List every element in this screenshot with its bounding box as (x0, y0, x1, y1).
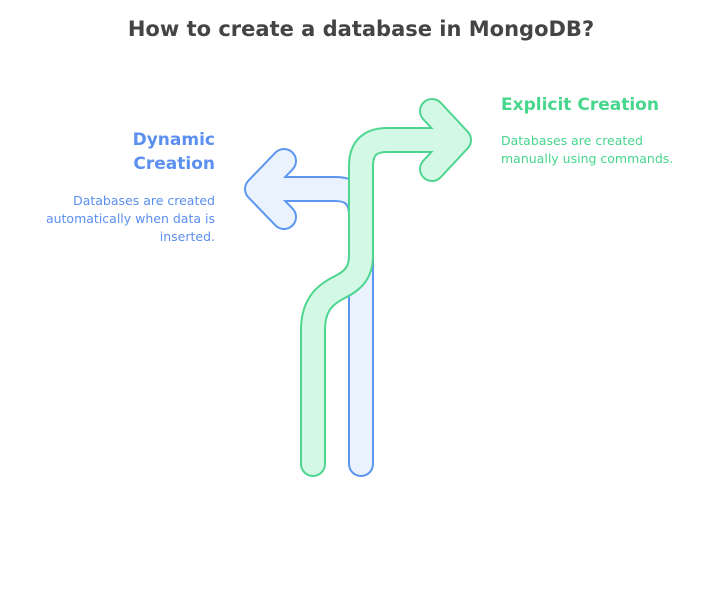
dynamic-creation-heading: Dynamic Creation (132, 130, 215, 174)
explicit-creation-heading: Explicit Creation (501, 95, 659, 115)
explicit-creation-arrow (300, 98, 472, 477)
dynamic-creation-description: Databases are created automatically when… (45, 193, 215, 244)
diagram-title: How to create a database in MongoDB? (127, 17, 595, 41)
explicit-creation-description: Databases are created manually using com… (501, 133, 674, 166)
